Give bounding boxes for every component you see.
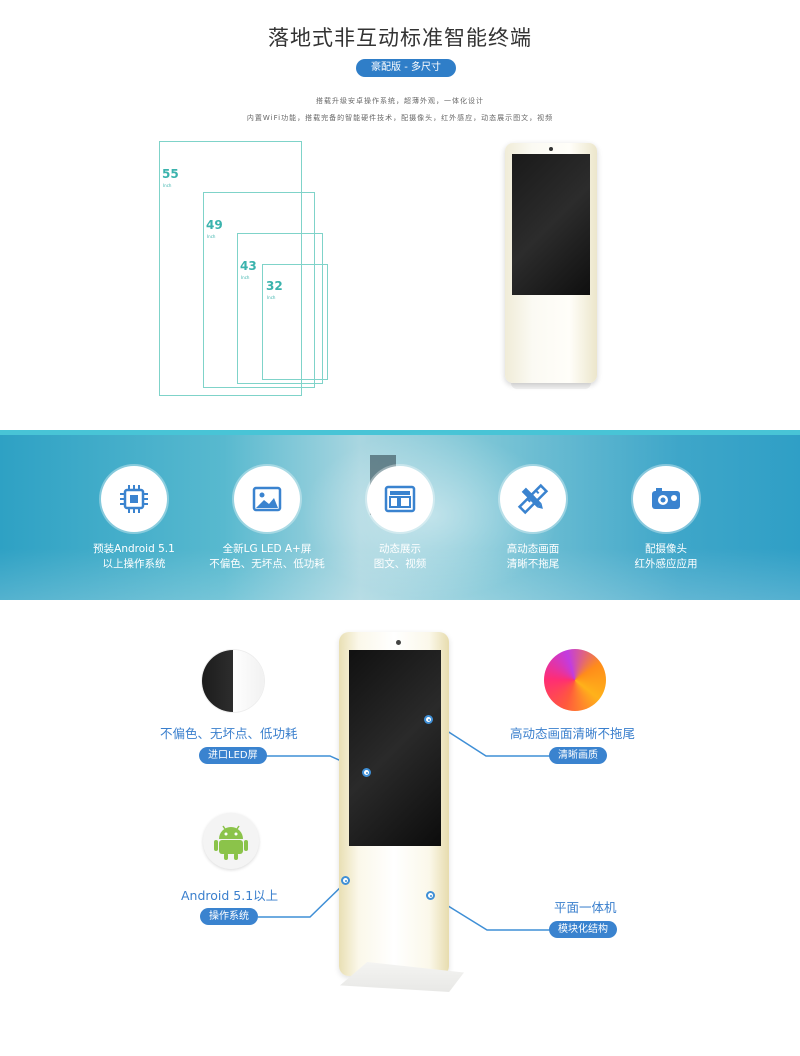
version-badge: 豪配版 - 多尺寸 (356, 59, 456, 77)
kiosk-shadow (511, 383, 591, 389)
product-detail-section: 不偏色、无坏点、低功耗 进口LED屏 高动态画面清晰不拖尾 清晰画质 Andro… (0, 600, 800, 1056)
layout-icon (367, 466, 433, 532)
callout-dot (424, 715, 433, 724)
feature-sublabel: 红外感应应用 (634, 558, 698, 570)
banner-floor (0, 548, 800, 600)
feature-high-dynamic: 高动态画面 清晰不拖尾 (468, 466, 598, 572)
page-title: 落地式非互动标准智能终端 (268, 26, 532, 50)
callout-dot (426, 891, 435, 900)
camera-icon (633, 466, 699, 532)
feature-label: 预装Android 5.1 (93, 543, 175, 555)
size-number: 32 (266, 279, 283, 293)
description-line-1: 搭载升级安卓操作系统，超薄外观，一体化设计 (316, 97, 484, 105)
feature-sublabel: 清晰不拖尾 (506, 558, 560, 570)
feature-dynamic-display: 动态展示 图文、视频 (335, 466, 465, 572)
callout-tag: 清晰画质 (549, 747, 607, 764)
feature-label: 配摄像头 (645, 543, 687, 555)
feature-sublabel: 图文、视频 (373, 558, 427, 570)
size-number: 43 (240, 259, 257, 273)
size-unit: Inch (163, 183, 172, 188)
feature-label: 高动态画面 (506, 543, 560, 555)
callout-label: 高动态画面清晰不拖尾 (510, 726, 636, 741)
callout-tag: 进口LED屏 (199, 747, 267, 764)
callout-dot (341, 876, 350, 885)
feature-sublabel: 以上操作系统 (102, 558, 166, 570)
feature-label: 动态展示 (379, 543, 421, 555)
size-comparison: 55 Inch 49 Inch 43 Inch 32 Inch (150, 135, 350, 405)
description-line-2: 内置WiFi功能，搭载完备的智能硬件技术，配摄像头，红外感应，动态展示图文，视频 (246, 114, 554, 122)
size-number: 49 (206, 218, 223, 232)
feature-label: 全新LG LED A+屏 (222, 543, 312, 555)
android-icon (203, 813, 259, 869)
camera-dot (396, 640, 401, 645)
kiosk-product-image (505, 143, 597, 389)
feature-lg-screen: 全新LG LED A+屏 不偏色、无坏点、低功耗 (202, 466, 332, 572)
size-number: 55 (162, 167, 179, 181)
camera-dot (549, 147, 553, 151)
callout-tag: 模块化结构 (549, 921, 617, 938)
pencil-ruler-icon (500, 466, 566, 532)
size-frame-32 (262, 264, 328, 380)
callout-tag: 操作系统 (200, 908, 258, 925)
feature-android: 预装Android 5.1 以上操作系统 (69, 466, 199, 572)
kiosk-screen (512, 154, 590, 295)
screen-sample-image (202, 650, 264, 712)
size-unit: Inch (207, 234, 216, 239)
feature-sublabel: 不偏色、无坏点、低功耗 (209, 558, 325, 570)
size-frame-55 (159, 141, 302, 396)
callout-label: Android 5.1以上 (181, 888, 279, 903)
size-frame-43 (237, 233, 323, 384)
size-unit: Inch (241, 275, 250, 280)
chip-icon (101, 466, 167, 532)
size-unit: Inch (267, 295, 276, 300)
size-frame-49 (203, 192, 315, 388)
kiosk-large-image (339, 632, 449, 976)
intro-section: 落地式非互动标准智能终端 豪配版 - 多尺寸 搭载升级安卓操作系统，超薄外观，一… (0, 0, 800, 430)
callout-dot (362, 768, 371, 777)
callout-label: 不偏色、无坏点、低功耗 (160, 726, 298, 741)
kiosk-screen (349, 650, 441, 846)
feature-banner: 预装Android 5.1 以上操作系统 全新LG LED A+屏 不偏色、无坏… (0, 430, 800, 600)
feature-camera: 配摄像头 红外感应应用 (601, 466, 731, 572)
callout-label: 平面一体机 (554, 900, 617, 915)
image-icon (234, 466, 300, 532)
colorful-sample-image (544, 649, 606, 711)
